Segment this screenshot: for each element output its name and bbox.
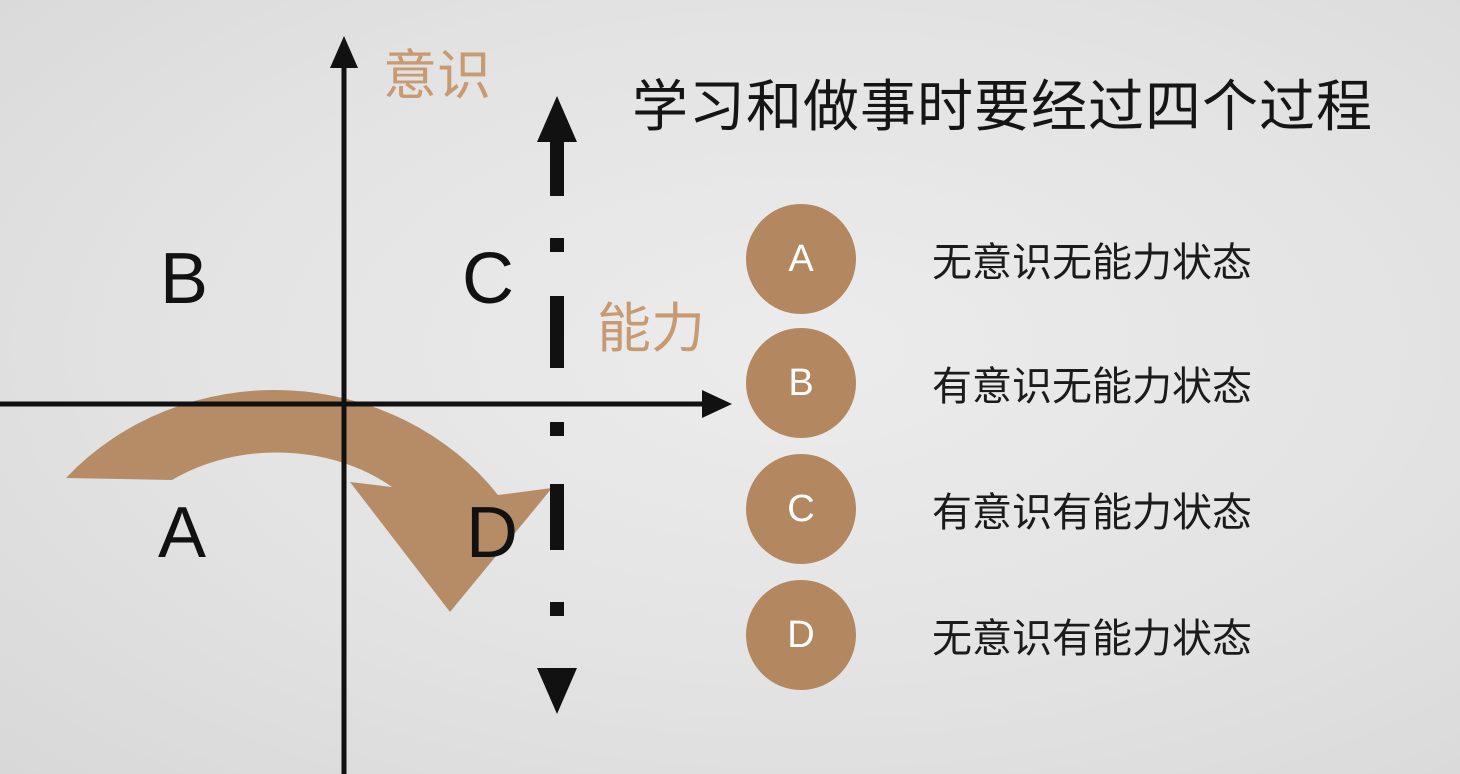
dashed-divider-line (550, 140, 564, 616)
y-axis-label: 意识 (383, 44, 491, 107)
dashed-arrow-down-head (537, 668, 577, 714)
progression-arrow (66, 390, 552, 612)
y-axis-arrowhead (330, 36, 358, 68)
legend-badge-c: C (746, 454, 856, 564)
legend-badge-d: D (746, 580, 856, 690)
legend-badge-a: A (746, 204, 856, 314)
quadrant-a-label: A (158, 493, 206, 573)
quadrant-c-label: C (462, 239, 514, 319)
legend-text-d: 无意识有能力状态 (932, 616, 1252, 662)
legend-text-b: 有意识无能力状态 (932, 364, 1252, 410)
page-title: 学习和做事时要经过四个过程 (632, 75, 1373, 140)
legend-item-b: B 有意识无能力状态 (746, 328, 1366, 440)
legend-item-a: A 无意识无能力状态 (746, 204, 1366, 316)
legend-item-d: D 无意识有能力状态 (746, 580, 1366, 692)
x-axis-label: 能力 (597, 297, 705, 360)
x-axis-arrowhead (702, 390, 732, 418)
quadrant-d-label: D (466, 493, 518, 573)
quadrant-b-label: B (160, 239, 208, 319)
legend-text-a: 无意识无能力状态 (932, 240, 1252, 286)
legend-text-c: 有意识有能力状态 (932, 490, 1252, 536)
legend-badge-b: B (746, 328, 856, 438)
legend-item-c: C 有意识有能力状态 (746, 454, 1366, 566)
dashed-arrow-up-head (537, 96, 577, 142)
